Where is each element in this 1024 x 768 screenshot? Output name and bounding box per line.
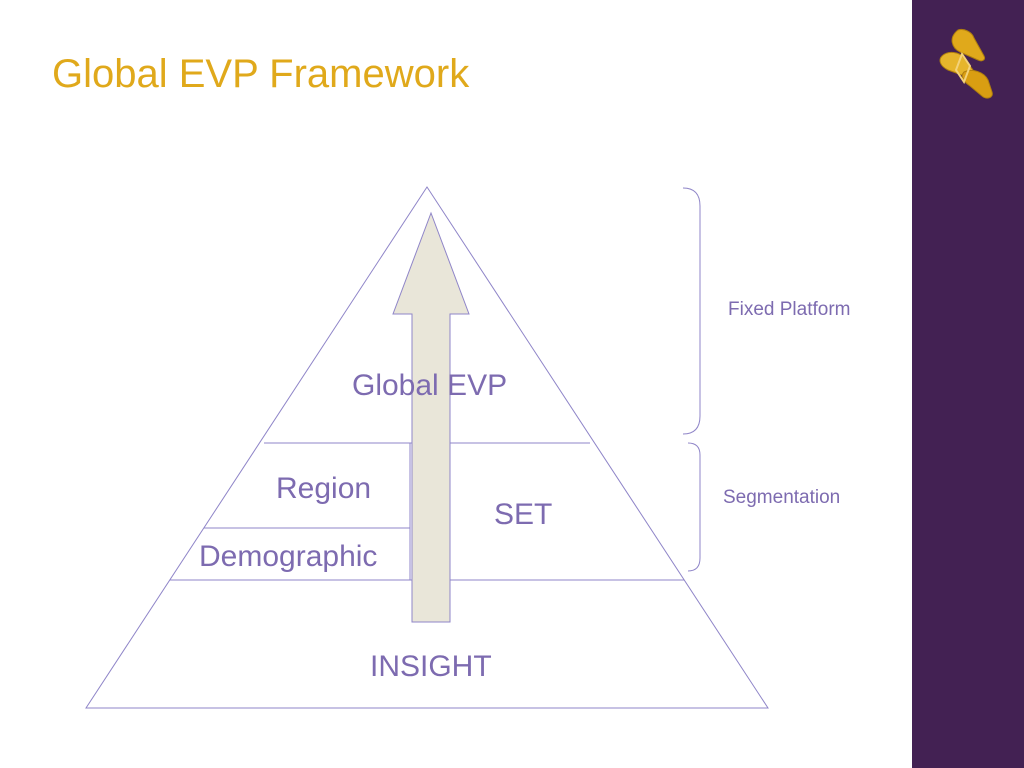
pyramid-outline [85, 186, 769, 709]
astrazeneca-logo-icon [939, 29, 993, 99]
region-label: Region [276, 472, 372, 505]
segmentation-brace [687, 442, 701, 572]
demographic-label: Demographic [199, 540, 378, 573]
fixed-platform-label: Fixed Platform [728, 299, 851, 320]
up-arrow [392, 211, 470, 623]
insight-label: INSIGHT [370, 650, 492, 683]
global-evp-label: Global EVP [352, 369, 508, 402]
brand-sidebar [912, 0, 1024, 768]
fixed-platform-brace [682, 187, 701, 435]
segmentation-label: Segmentation [723, 487, 841, 508]
set-label: SET [494, 498, 553, 531]
page-title: Global EVP Framework [52, 52, 470, 96]
evp-pyramid-diagram [85, 186, 769, 709]
